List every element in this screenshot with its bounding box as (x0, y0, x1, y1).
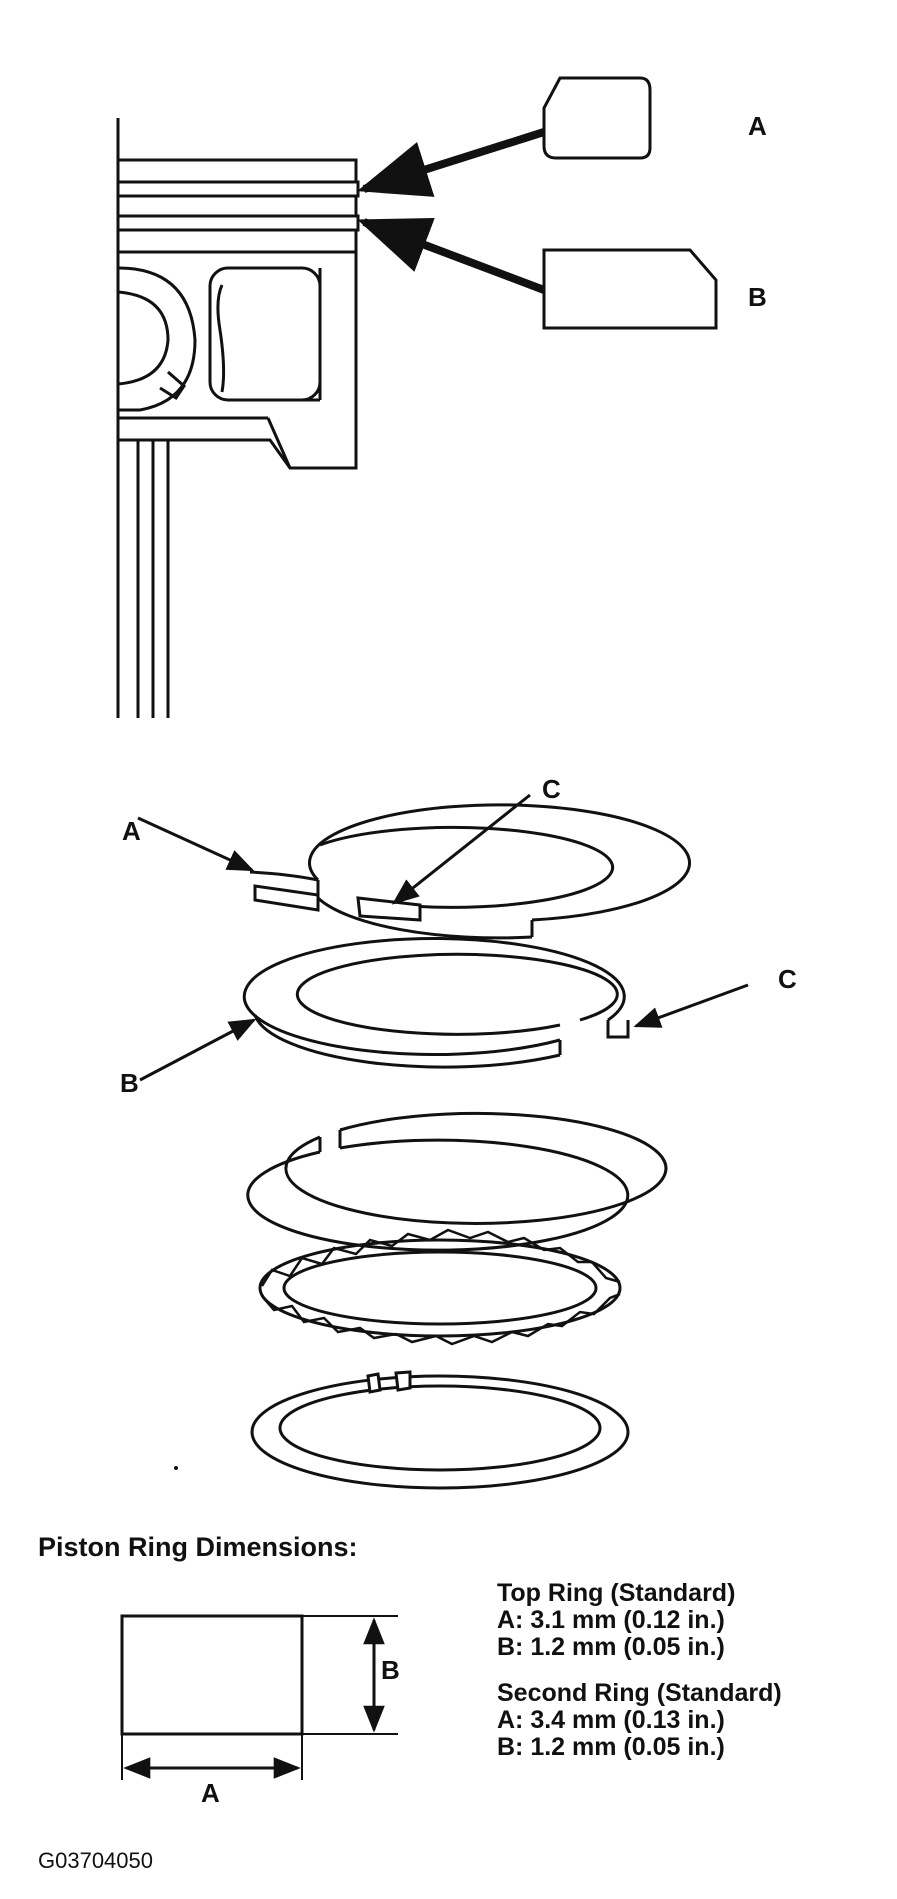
ring-b-profile (542, 248, 718, 330)
arrow-ring-b-profile (357, 217, 546, 294)
arrow-rings-a (137, 816, 255, 872)
ring-1 (249, 803, 691, 940)
arrow-rings-c2 (633, 983, 749, 1028)
top-ring-title: Top Ring (Standard) (497, 1579, 736, 1607)
dimension-a-label: A (201, 1778, 220, 1808)
piston-body (118, 250, 358, 470)
dimensions-heading: Piston Ring Dimensions: (38, 1532, 358, 1562)
dimension-drawing (120, 1614, 398, 1780)
second-ring-a: A: 3.4 mm (0.13 in.) (497, 1706, 725, 1734)
callout-c-rings-2: C (778, 964, 797, 994)
second-land (116, 194, 358, 218)
callout-c-rings-1: C (542, 774, 561, 804)
callout-a-rings: A (122, 816, 141, 846)
top-ring-b: B: 1.2 mm (0.05 in.) (497, 1633, 725, 1661)
arrow-ring-a-profile (357, 128, 546, 197)
piston-window (208, 266, 322, 402)
arrow-rings-c1 (391, 793, 531, 905)
piston-section (116, 118, 360, 718)
second-ring-title: Second Ring (Standard) (497, 1679, 782, 1707)
ring-3 (246, 1111, 668, 1252)
top-land (116, 158, 358, 184)
pin-boss (117, 266, 197, 412)
arrow-rings-b (139, 1018, 257, 1082)
second-ring-groove (116, 214, 360, 232)
dimension-b-label: B (381, 1655, 400, 1685)
ring-4-expander (258, 1228, 622, 1346)
ring-5 (250, 1370, 630, 1490)
oil-land (116, 228, 358, 254)
callout-a-top: A (748, 111, 767, 141)
top-ring-groove (116, 180, 360, 198)
callout-b-rings: B (120, 1068, 139, 1098)
ring-a-profile (542, 76, 652, 160)
ring-2 (242, 937, 630, 1069)
top-ring-a: A: 3.1 mm (0.12 in.) (497, 1606, 725, 1634)
figure-code: G03704050 (38, 1848, 153, 1873)
second-ring-b: B: 1.2 mm (0.05 in.) (497, 1733, 725, 1761)
stray-dot (174, 1466, 178, 1470)
callout-b-top: B (748, 282, 767, 312)
ring-cross-section (120, 1614, 304, 1736)
